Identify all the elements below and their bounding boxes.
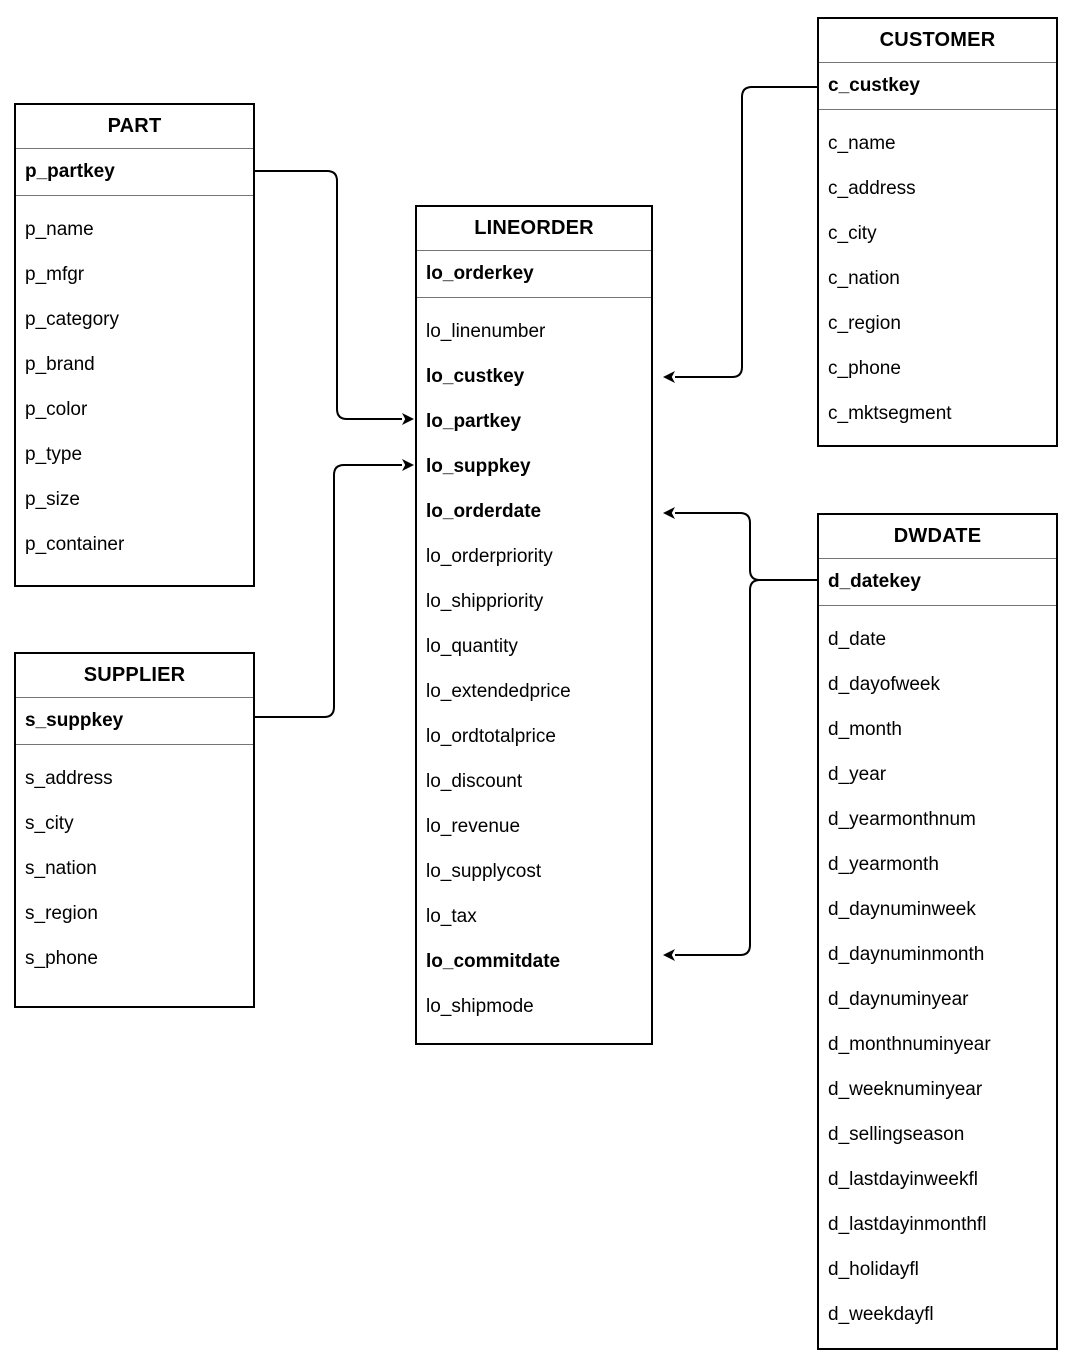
field-row: c_mktsegment xyxy=(828,402,952,424)
field-row: lo_linenumber xyxy=(426,320,546,342)
table-customer-fields: c_name c_address c_city c_nation c_region c_p… xyxy=(819,110,1056,436)
table-customer-title: CUSTOMER xyxy=(819,19,1056,63)
field-row: p_brand xyxy=(25,353,95,375)
field-row: p_category xyxy=(25,308,120,330)
field-row: d_lastdayinmonthfl xyxy=(828,1213,987,1235)
field-row: lo_orderpriority xyxy=(426,545,553,567)
table-lineorder: LINEORDER lo_orderkey lo_linenumber lo_cu… xyxy=(415,205,653,1045)
field-row: d_sellingseason xyxy=(828,1123,965,1145)
table-supplier-primary-key: s_suppkey xyxy=(16,698,253,745)
field-row: d_yearmonth xyxy=(828,853,939,875)
field-row: lo_ordtotalprice xyxy=(426,725,556,747)
field-row: p_type xyxy=(25,443,83,465)
field-row: lo_partkey xyxy=(426,410,522,432)
field-row: s_address xyxy=(25,767,113,789)
field-row: lo_quantity xyxy=(426,635,518,657)
table-lineorder-primary-key: lo_orderkey xyxy=(417,251,651,298)
table-customer-primary-key: c_custkey xyxy=(819,63,1056,110)
field-row: d_daynuminyear xyxy=(828,988,969,1010)
field-row: lo_revenue xyxy=(426,815,521,837)
relation-dwdate-commitdate-arrow xyxy=(663,579,817,961)
table-supplier: SUPPLIER s_suppkey s_address s_city s_nati… xyxy=(14,652,255,1008)
field-row: c_phone xyxy=(828,357,901,379)
table-dwdate: DWDATE d_datekey d_date d_dayofweek d_mont… xyxy=(817,513,1058,1350)
field-row: c_name xyxy=(828,132,896,154)
field-row: s_nation xyxy=(25,857,97,879)
field-row: p_size xyxy=(25,488,80,510)
field-row: lo_shipmode xyxy=(426,995,534,1017)
table-dwdate-title: DWDATE xyxy=(819,515,1056,559)
field-row: c_address xyxy=(828,177,916,199)
field-row: d_date xyxy=(828,628,887,650)
field-row: s_phone xyxy=(25,947,98,969)
field-row: p_mfgr xyxy=(25,263,85,285)
relation-part-partkey-arrow xyxy=(255,170,414,425)
table-part-title: PART xyxy=(16,105,253,149)
table-part-primary-key: p_partkey xyxy=(16,149,253,196)
field-row: d_yearmonthnum xyxy=(828,808,976,830)
field-row: d_daynuminmonth xyxy=(828,943,985,965)
relation-supplier-suppkey-arrow xyxy=(255,459,414,718)
relation-dwdate-orderdate-arrow xyxy=(663,507,817,581)
table-supplier-title: SUPPLIER xyxy=(16,654,253,698)
field-row: p_color xyxy=(25,398,88,420)
field-row: d_holidayfl xyxy=(828,1258,919,1280)
field-row: lo_custkey xyxy=(426,365,525,387)
table-lineorder-fields: lo_linenumber lo_custkey lo_partkey lo_supp… xyxy=(417,298,651,1029)
field-row: d_weekdayfl xyxy=(828,1303,934,1325)
field-row: c_region xyxy=(828,312,901,334)
field-row: d_month xyxy=(828,718,902,740)
relation-customer-custkey-arrow xyxy=(663,86,817,383)
field-row: s_city xyxy=(25,812,74,834)
field-row: d_daynuminweek xyxy=(828,898,976,920)
field-row: d_dayofweek xyxy=(828,673,940,695)
table-customer: CUSTOMER c_custkey c_name c_address c_city… xyxy=(817,17,1058,447)
field-row: lo_discount xyxy=(426,770,523,792)
field-row: s_region xyxy=(25,902,98,924)
table-dwdate-primary-key: d_datekey xyxy=(819,559,1056,606)
table-lineorder-title: LINEORDER xyxy=(417,207,651,251)
table-part-fields: p_name p_mfgr p_category p_brand p_color p_ty… xyxy=(16,196,253,567)
table-supplier-fields: s_address s_city s_nation s_region s_phone xyxy=(16,745,253,981)
field-row: lo_tax xyxy=(426,905,477,927)
table-part: PART p_partkey p_name p_mfgr p_category p_b… xyxy=(14,103,255,587)
field-row: p_container xyxy=(25,533,125,555)
field-row: d_weeknuminyear xyxy=(828,1078,983,1100)
field-row: lo_suppkey xyxy=(426,455,531,477)
field-row: d_monthnuminyear xyxy=(828,1033,991,1055)
field-row: d_year xyxy=(828,763,887,785)
field-row: p_name xyxy=(25,218,94,240)
table-dwdate-fields: d_date d_dayofweek d_month d_year d_yearmont… xyxy=(819,606,1056,1337)
field-row: c_city xyxy=(828,222,877,244)
field-row: lo_extendedprice xyxy=(426,680,571,702)
field-row: c_nation xyxy=(828,267,900,289)
field-row: lo_supplycost xyxy=(426,860,542,882)
field-row: lo_commitdate xyxy=(426,950,561,972)
field-row: d_lastdayinweekfl xyxy=(828,1168,978,1190)
field-row: lo_orderdate xyxy=(426,500,542,522)
field-row: lo_shippriority xyxy=(426,590,544,612)
